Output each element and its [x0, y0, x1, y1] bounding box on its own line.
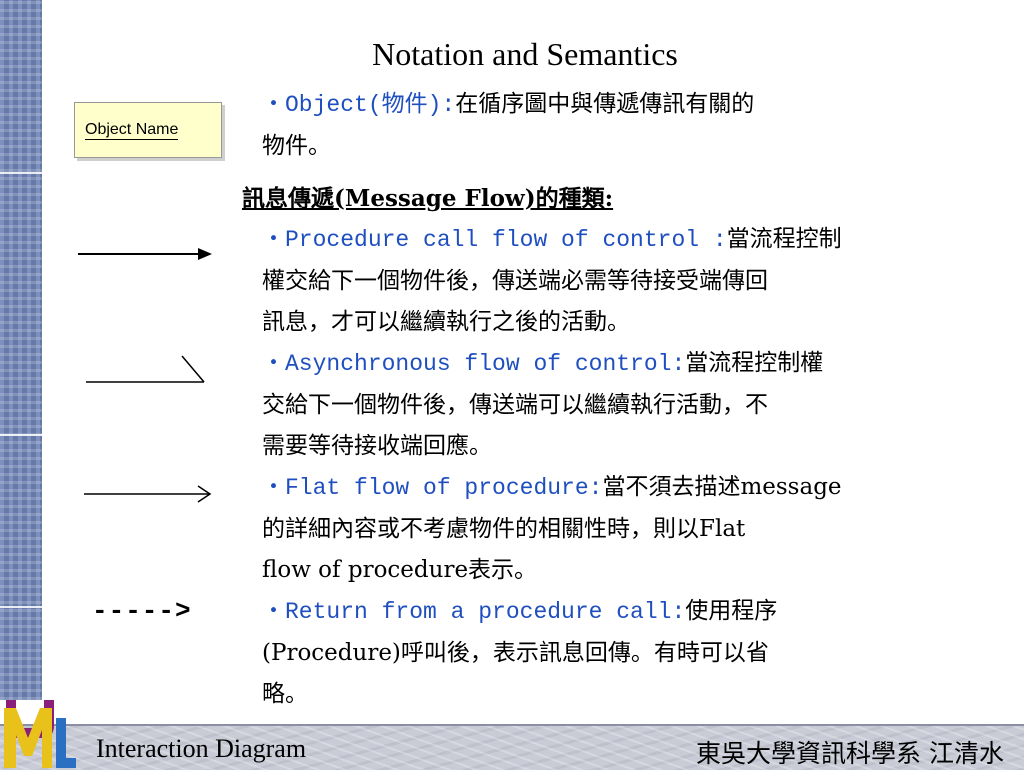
strip-divider	[0, 606, 42, 608]
uml-logo	[4, 700, 76, 768]
footer-author: 東吳大學資訊科學系 江清水	[696, 739, 1004, 768]
object-term: Object(物件):	[285, 92, 456, 118]
bullet: ・	[262, 474, 285, 500]
item-text: 交給下一個物件後，傳送端可以繼續執行活動，不	[262, 392, 768, 418]
asynchronous-term: Asynchronous flow of control:	[285, 351, 686, 377]
item-text: flow of procedure表示。	[262, 557, 538, 583]
bullet: ・	[262, 598, 285, 624]
item-text: 當不須去描述message	[602, 474, 842, 500]
return-arrow-icon: ----->	[92, 596, 192, 626]
return-term: Return from a procedure call:	[285, 599, 686, 625]
object-notation-box: Object Name	[74, 102, 222, 158]
item-text: 的詳細內容或不考慮物件的相關性時，則以Flat	[262, 516, 746, 542]
object-definition: ・Object(物件):在循序圖中與傳遞傳訊有關的 物件。	[262, 84, 982, 167]
object-desc-part1: 在循序圖中與傳遞傳訊有關的	[455, 91, 755, 117]
flat-flow-arrow-icon	[84, 485, 212, 503]
message-flow-list: ・Procedure call flow of control :當流程控制 權…	[262, 219, 1014, 715]
strip-divider	[0, 172, 42, 174]
item-text: 需要等待接收端回應。	[262, 433, 492, 459]
footer-course-title: Interaction Diagram	[96, 734, 307, 763]
flow-item-flat: ・Flat flow of procedure:當不須去描述message 的詳…	[262, 467, 1014, 591]
item-text: 使用程序	[685, 598, 778, 624]
item-text: (Procedure)呼叫後，表示訊息回傳。有時可以省	[262, 640, 769, 666]
flow-item-procedure-call: ・Procedure call flow of control :當流程控制 權…	[262, 219, 1014, 343]
flat-flow-term: Flat flow of procedure:	[285, 475, 603, 501]
decorative-side-strip	[0, 0, 42, 700]
object-desc-part2: 物件。	[262, 133, 331, 159]
slide-title: Notation and Semantics	[372, 36, 678, 72]
message-flow-heading: 訊息傳遞(Message Flow)的種類:	[242, 185, 614, 212]
bullet: ・	[262, 350, 285, 376]
strip-divider	[0, 434, 42, 436]
item-text: 當流程控制權	[685, 350, 824, 376]
flow-item-asynchronous: ・Asynchronous flow of control:當流程控制權 交給下…	[262, 343, 1014, 467]
bullet: ・	[262, 91, 285, 117]
item-text: 訊息，才可以繼續執行之後的活動。	[262, 309, 630, 335]
item-text: 略。	[262, 681, 308, 707]
procedure-call-arrow-icon	[78, 248, 212, 260]
flow-item-return: ・Return from a procedure call:使用程序 (Proc…	[262, 591, 1014, 715]
object-definition-line: ・Object(物件):在循序圖中與傳遞傳訊有關的	[262, 84, 982, 126]
footer-bar	[0, 724, 1024, 770]
item-text: 當流程控制	[726, 226, 842, 252]
bullet: ・	[262, 226, 285, 252]
item-text: 權交給下一個物件後，傳送端必需等待接受端傳回	[262, 268, 768, 294]
asynchronous-arrow-icon	[86, 355, 205, 383]
procedure-call-term: Procedure call flow of control :	[285, 227, 727, 253]
object-name-label: Object Name	[85, 121, 179, 140]
